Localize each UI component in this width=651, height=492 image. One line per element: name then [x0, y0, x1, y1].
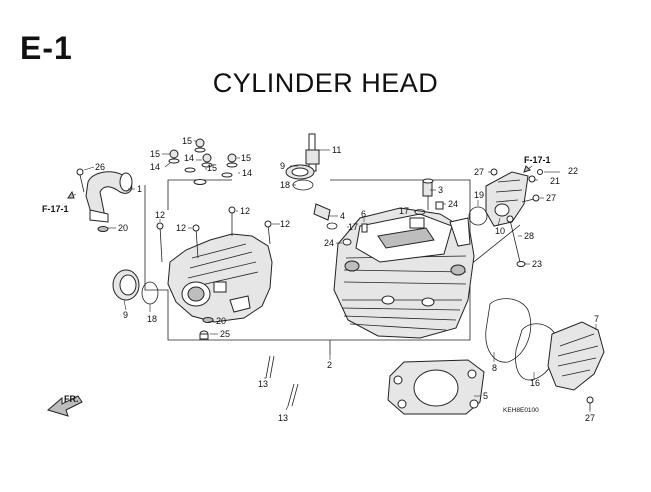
callout-26: 26	[95, 162, 105, 172]
callout-20b: 20	[216, 316, 226, 326]
callout-7: 7	[594, 314, 599, 324]
callout-13a: 13	[258, 379, 268, 389]
callout-15d: 15	[241, 153, 251, 163]
callout-27a: 27	[474, 167, 484, 177]
callout-9a: 9	[280, 161, 285, 171]
callout-8: 8	[492, 363, 497, 373]
callout-11: 11	[332, 145, 341, 155]
cylinder-head-block	[333, 207, 475, 339]
callout-23: 23	[532, 259, 542, 269]
section-code: E-1	[20, 30, 73, 66]
callout-14c: 14	[242, 168, 252, 178]
head-fittings	[313, 178, 444, 246]
studs	[265, 355, 299, 407]
callout-24a: 24	[448, 199, 458, 209]
callout-5: 5	[483, 391, 488, 401]
spark-plug	[285, 133, 320, 191]
front-direction-arrow	[46, 395, 83, 417]
bolts-left	[156, 206, 272, 263]
callout-18b: 18	[147, 314, 157, 324]
callout-12d: 12	[280, 219, 290, 229]
callout-4: 4	[340, 211, 345, 221]
reference-labels: F-17-1 F-17-1	[42, 155, 551, 214]
drawing-code: KEH8E0100	[503, 407, 539, 414]
callout-15c: 15	[207, 163, 217, 173]
callout-15b: 15	[150, 149, 160, 159]
callout-13b: 13	[278, 413, 288, 423]
side-cover-assembly	[468, 168, 543, 267]
callout-22: 22	[568, 166, 578, 176]
front-direction-label: FR.	[64, 394, 79, 404]
callout-17a: 17	[348, 222, 358, 232]
callout-12a: 12	[155, 210, 165, 220]
callout-27b: 27	[546, 193, 556, 203]
callout-25: 25	[220, 329, 230, 339]
callout-12c: 12	[240, 206, 250, 216]
callout-9b: 9	[123, 310, 128, 320]
ref-f-17-1-left: F-17-1	[42, 204, 69, 214]
callout-2: 2	[327, 360, 332, 370]
callout-28: 28	[524, 231, 534, 241]
callout-6: 6	[361, 209, 366, 219]
callout-1: 1	[137, 184, 142, 194]
intake-pipe	[76, 168, 133, 232]
callout-18a: 18	[280, 180, 290, 190]
callout-14a: 14	[150, 162, 160, 172]
ref-f-17-1-right: F-17-1	[524, 155, 551, 165]
callout-19: 19	[474, 190, 484, 200]
callout-10: 10	[495, 226, 505, 236]
callout-16: 16	[530, 378, 540, 388]
callout-27c: 27	[585, 413, 595, 423]
callout-15a: 15	[182, 136, 192, 146]
seal-ring-left	[112, 269, 159, 305]
diagram-title: CYLINDER HEAD	[212, 68, 439, 98]
callout-20a: 20	[118, 223, 128, 233]
callout-labels: 1 2 3 4 5 6 7 8 9 9 10 11 12 12 12 12 13	[83, 136, 599, 423]
right-cover-and-gaskets	[387, 298, 605, 415]
head-cover-left	[167, 233, 273, 340]
callout-17b: 17	[399, 206, 409, 216]
nut-cluster	[168, 138, 238, 185]
callout-14b: 14	[184, 153, 194, 163]
callout-24b: 24	[324, 238, 334, 248]
callout-3: 3	[438, 185, 443, 195]
callout-12b: 12	[176, 223, 186, 233]
callout-21: 21	[550, 176, 560, 186]
